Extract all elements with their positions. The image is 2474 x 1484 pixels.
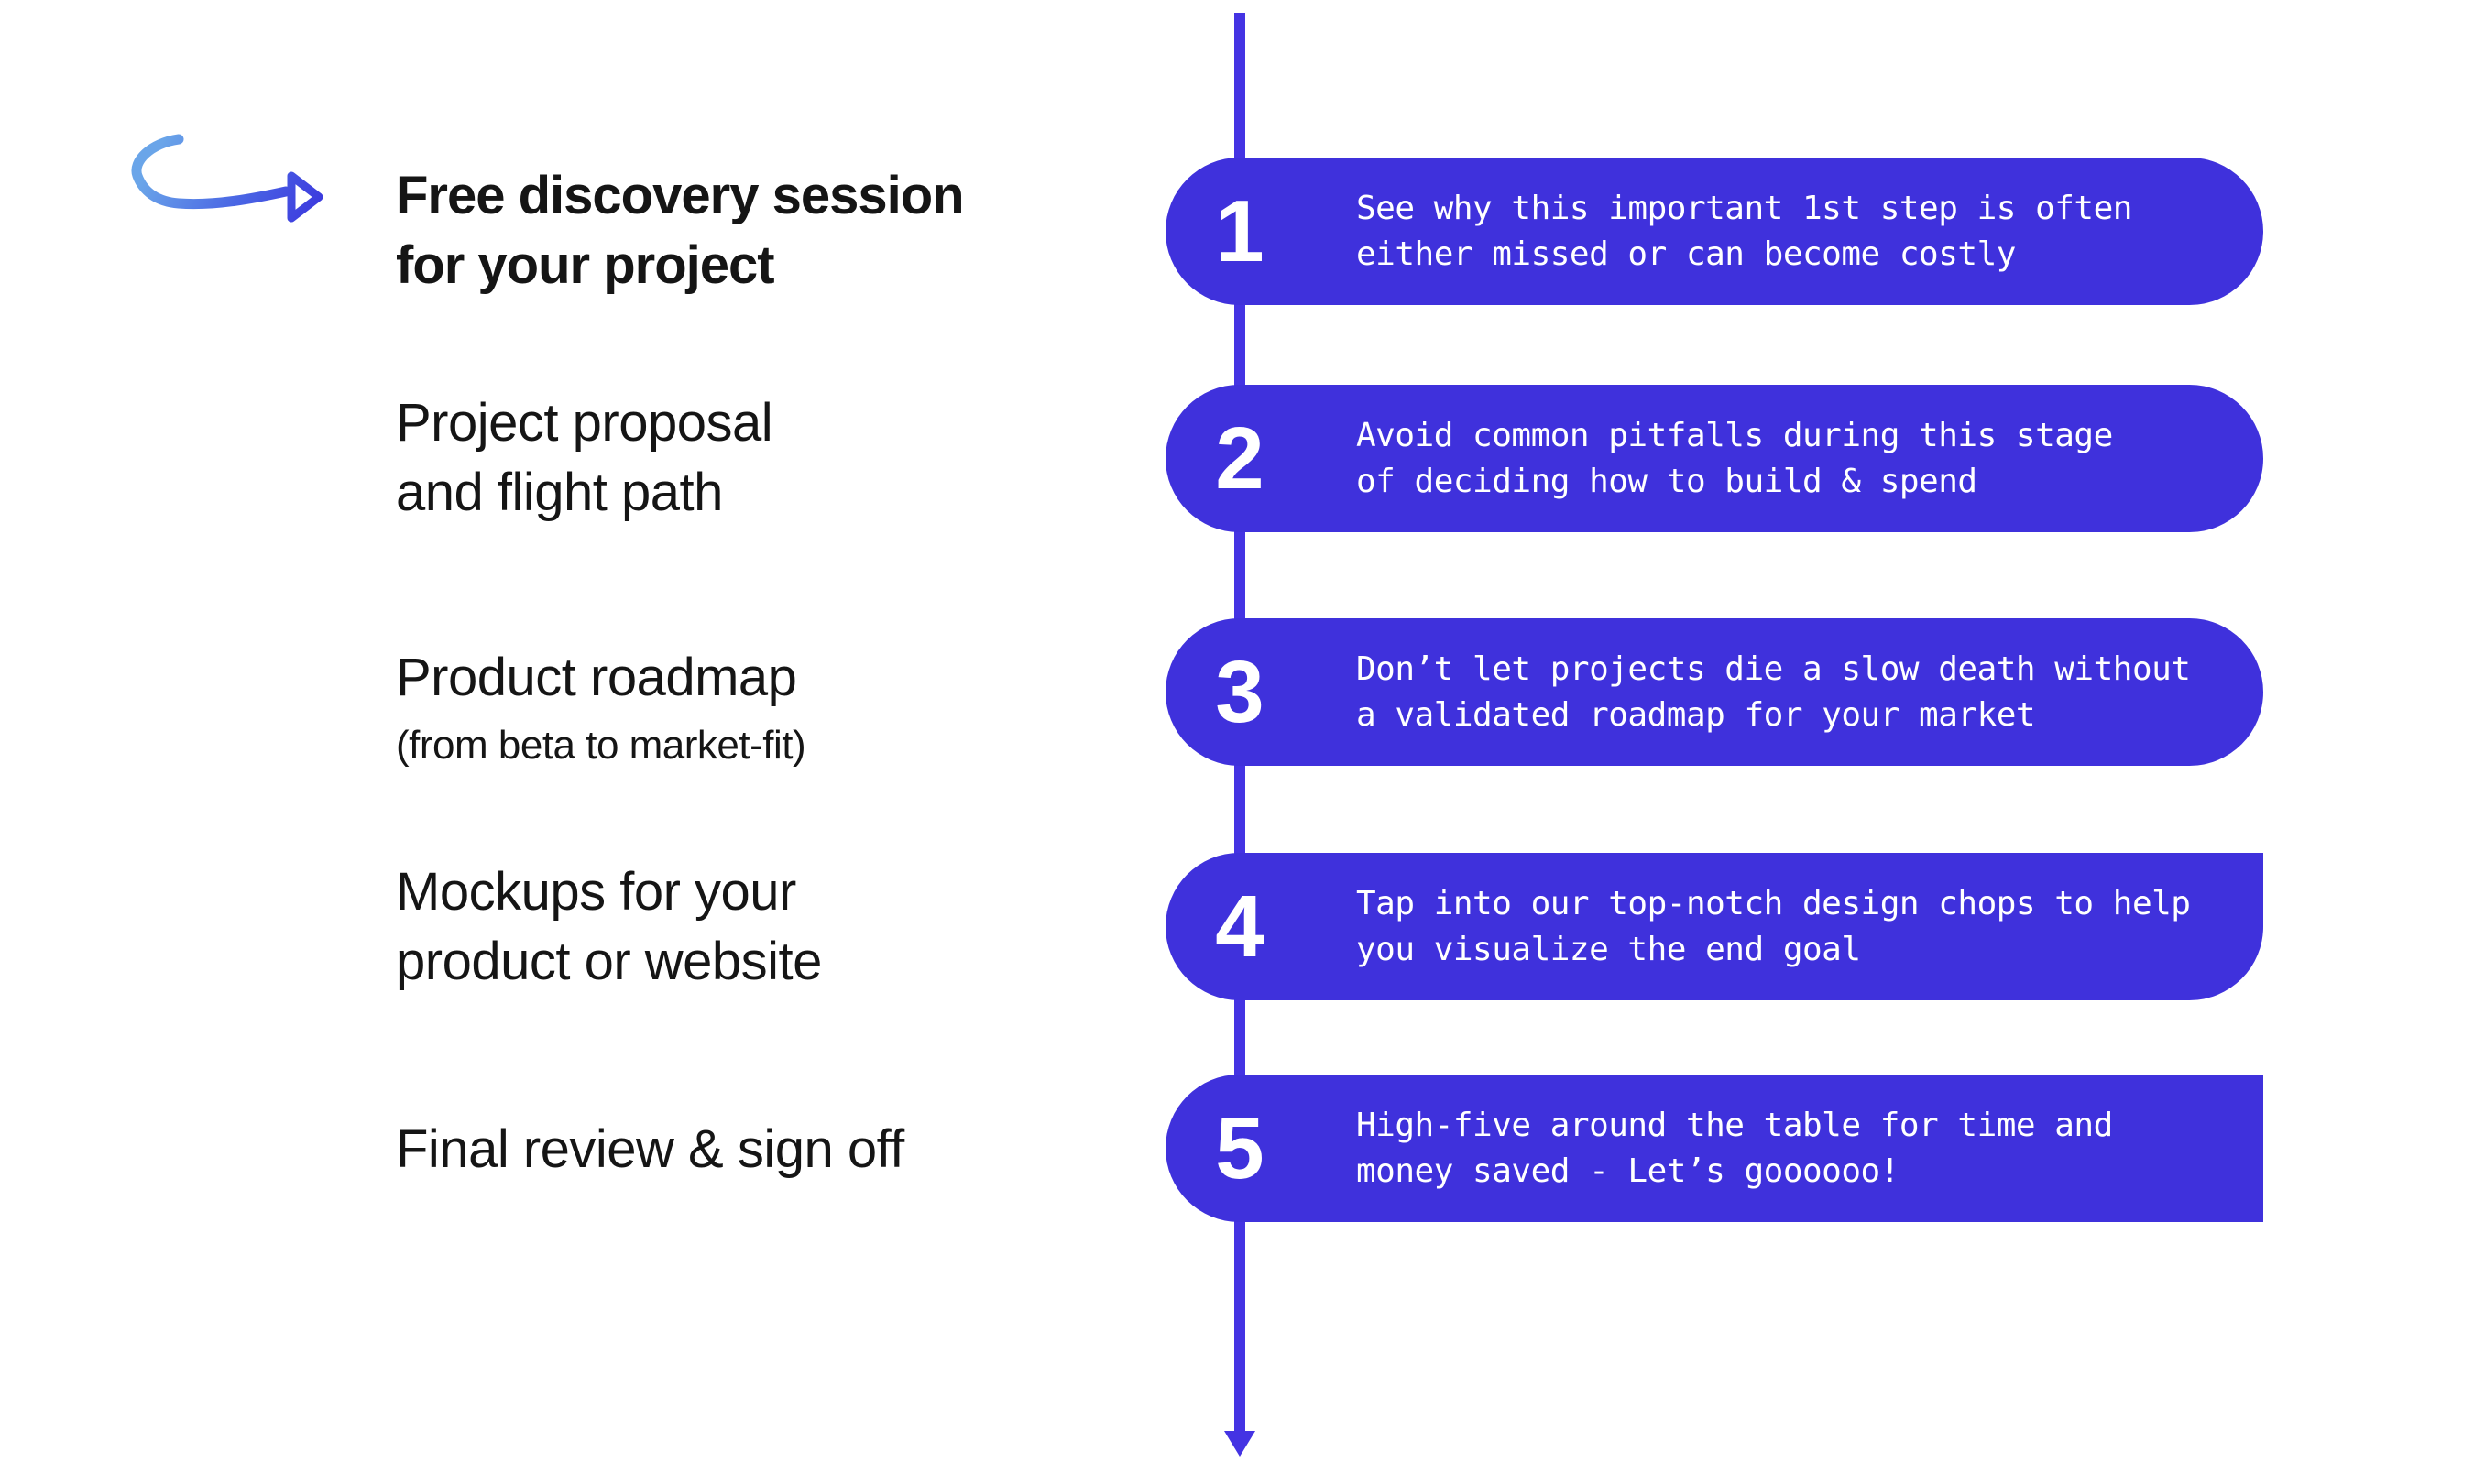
- step-number: 4: [1215, 877, 1264, 976]
- step-description-line: Don’t let projects die a slow death with…: [1356, 649, 2191, 688]
- step-description: See why this important 1st step is often…: [1356, 186, 2132, 278]
- step-description-line: Avoid common pitfalls during this stage: [1356, 416, 2113, 454]
- step-number: 3: [1215, 642, 1264, 741]
- step-pill-2: 2 Avoid common pitfalls during this stag…: [1166, 385, 2263, 532]
- step-label-3: Product roadmap (from beta to market-fit…: [396, 643, 806, 771]
- step-number: 1: [1215, 181, 1264, 280]
- step-label-line: for your project: [396, 235, 775, 295]
- step-label-line: Product roadmap: [396, 648, 797, 707]
- step-description-line: a validated roadmap for your market: [1356, 695, 2036, 734]
- step-description-line: Tap into our top-notch design chops to h…: [1356, 884, 2191, 922]
- step-description: Avoid common pitfalls during this stage …: [1356, 413, 2113, 505]
- step-pill-3: 3 Don’t let projects die a slow death wi…: [1166, 618, 2263, 766]
- timeline-arrowhead-icon: [1224, 1431, 1255, 1457]
- step-label-1: Free discovery session for your project: [396, 161, 965, 300]
- step-description: Tap into our top-notch design chops to h…: [1356, 881, 2191, 973]
- step-description-line: either missed or can become costly: [1356, 235, 2016, 273]
- step-label-line: Mockups for your: [396, 862, 796, 922]
- step-description-line: High-five around the table for time and: [1356, 1106, 2113, 1144]
- step-label-2: Project proposal and flight path: [396, 388, 773, 528]
- step-description-line: you visualize the end goal: [1356, 930, 1861, 968]
- step-label-line: Project proposal: [396, 393, 773, 453]
- step-pill-1: 1 See why this important 1st step is oft…: [1166, 158, 2263, 305]
- step-description-line: of deciding how to build & spend: [1356, 462, 1977, 500]
- step-description: Don’t let projects die a slow death with…: [1356, 647, 2191, 738]
- step-label-note: (from beta to market-fit): [396, 723, 806, 768]
- step-number: 2: [1215, 409, 1264, 507]
- step-number: 5: [1215, 1098, 1264, 1197]
- step-label-4: Mockups for your product or website: [396, 857, 822, 997]
- step-description: High-five around the table for time and …: [1356, 1103, 2113, 1195]
- step-description-line: See why this important 1st step is often: [1356, 189, 2132, 227]
- step-label-5: Final review & sign off: [396, 1115, 904, 1184]
- step-pill-4: 4 Tap into our top-notch design chops to…: [1166, 853, 2263, 1000]
- step-label-line: and flight path: [396, 463, 723, 522]
- step-label-line: product or website: [396, 932, 822, 991]
- curved-arrow-icon: [131, 134, 323, 223]
- step-label-line: Final review & sign off: [396, 1119, 904, 1179]
- step-label-line: Free discovery session: [396, 166, 965, 225]
- step-pill-5: 5 High-five around the table for time an…: [1166, 1075, 2263, 1222]
- step-description-line: money saved - Let’s goooooo!: [1356, 1151, 1899, 1190]
